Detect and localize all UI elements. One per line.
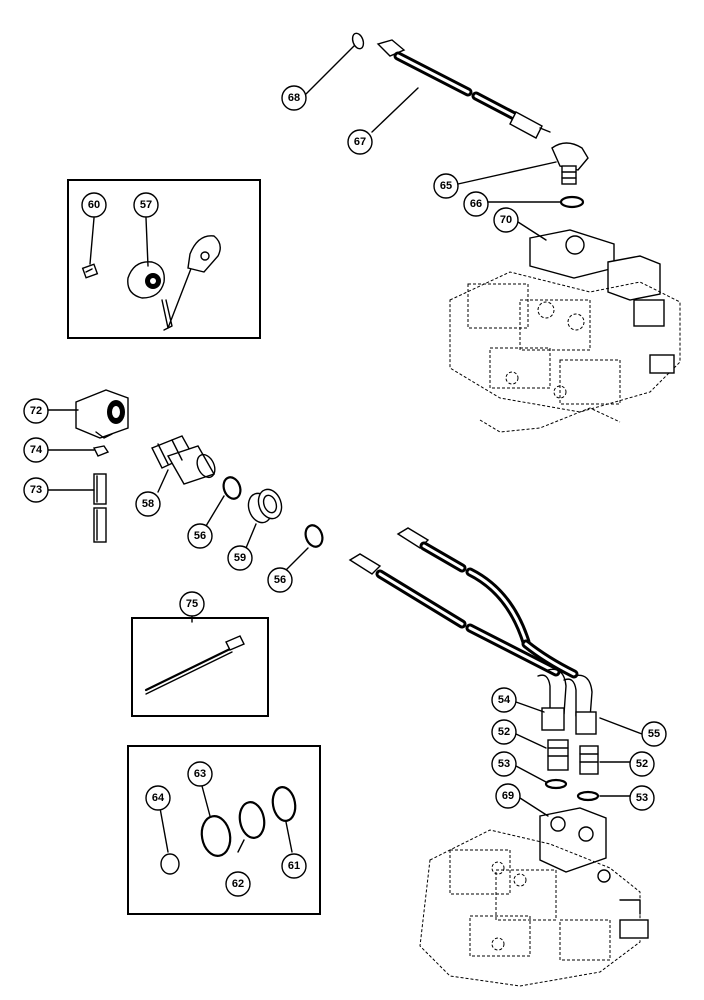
callout-label-57: 57 <box>140 199 152 211</box>
callout-66: 66 <box>463 191 489 217</box>
detail-box-handle <box>67 179 261 339</box>
hose-assembly-54-55 <box>348 527 597 735</box>
callout-69: 69 <box>495 783 521 809</box>
snap-ring-56-lower <box>304 524 324 548</box>
adapter-52-left <box>547 739 569 771</box>
elbow-fitting-65 <box>551 142 589 185</box>
callout-label-56-lower: 56 <box>274 574 286 586</box>
adapter-52-right <box>579 745 599 775</box>
snap-ring-56-upper <box>222 476 242 500</box>
callout-62: 62 <box>225 871 251 897</box>
callout-61: 61 <box>281 853 307 879</box>
spool-sleeve-58 <box>151 435 216 485</box>
callout-label-62: 62 <box>232 878 244 890</box>
callout-55: 55 <box>641 721 667 747</box>
callout-label-74: 74 <box>30 444 43 456</box>
o-ring-61 <box>271 786 297 822</box>
callout-label-67: 67 <box>354 136 366 148</box>
o-ring-63 <box>200 815 232 857</box>
callout-58: 58 <box>135 491 161 517</box>
callout-label-70: 70 <box>500 214 512 226</box>
callout-54: 54 <box>491 687 517 713</box>
callout-59: 59 <box>227 545 253 571</box>
callout-52-right: 52 <box>629 751 655 777</box>
control-valve-70 <box>449 229 681 433</box>
callout-label-60: 60 <box>88 199 100 211</box>
detail-box-seal-kit <box>127 745 321 915</box>
callout-label-75: 75 <box>186 598 198 610</box>
o-ring-53-right <box>576 790 600 802</box>
callout-57: 57 <box>133 192 159 218</box>
callout-label-61: 61 <box>288 860 300 872</box>
hose-assembly-67 <box>351 32 551 139</box>
o-ring-62 <box>238 801 266 839</box>
callout-label-66: 66 <box>470 198 482 210</box>
callout-74: 74 <box>23 437 49 463</box>
control-valve-69 <box>419 807 649 987</box>
backup-ring-64 <box>160 853 180 875</box>
callout-label-59: 59 <box>234 552 246 564</box>
callout-label-68: 68 <box>288 92 300 104</box>
callout-label-63: 63 <box>194 768 206 780</box>
o-ring-53-left <box>544 778 568 790</box>
grease-fitting-60 <box>81 263 99 279</box>
handle-socket-57 <box>127 235 221 331</box>
pin-73 <box>93 473 107 543</box>
callout-label-73: 73 <box>30 484 42 496</box>
callout-53-left: 53 <box>491 751 517 777</box>
callout-label-55: 55 <box>648 728 660 740</box>
callout-label-53-right: 53 <box>636 792 648 804</box>
grease-fitting-74 <box>92 445 110 457</box>
callout-72: 72 <box>23 398 49 424</box>
callout-label-58: 58 <box>142 498 154 510</box>
cable-tie-75 <box>144 635 245 695</box>
callout-label-56-upper: 56 <box>194 530 206 542</box>
callout-label-64: 64 <box>152 792 165 804</box>
callout-63: 63 <box>187 761 213 787</box>
callout-label-52-left: 52 <box>498 726 510 738</box>
callout-64: 64 <box>145 785 171 811</box>
callout-65: 65 <box>433 173 459 199</box>
callout-53-right: 53 <box>629 785 655 811</box>
callout-73: 73 <box>23 477 49 503</box>
o-ring-66 <box>559 195 585 209</box>
pivot-block-72 <box>75 389 129 439</box>
callout-label-53-left: 53 <box>498 758 510 770</box>
callout-label-69: 69 <box>502 790 514 802</box>
callout-56-upper: 56 <box>187 523 213 549</box>
callout-67: 67 <box>347 129 373 155</box>
detail-box-tie-strap <box>131 617 269 717</box>
callout-75: 75 <box>179 591 205 617</box>
leader-lines <box>47 45 643 853</box>
callout-label-65: 65 <box>440 180 452 192</box>
callout-label-52-right: 52 <box>636 758 648 770</box>
callout-label-72: 72 <box>30 405 42 417</box>
callout-60: 60 <box>81 192 107 218</box>
callout-70: 70 <box>493 207 519 233</box>
callout-label-54: 54 <box>498 694 511 706</box>
callout-56-lower: 56 <box>267 567 293 593</box>
callout-52-left: 52 <box>491 719 517 745</box>
callout-68: 68 <box>281 85 307 111</box>
seal-59 <box>247 488 283 524</box>
